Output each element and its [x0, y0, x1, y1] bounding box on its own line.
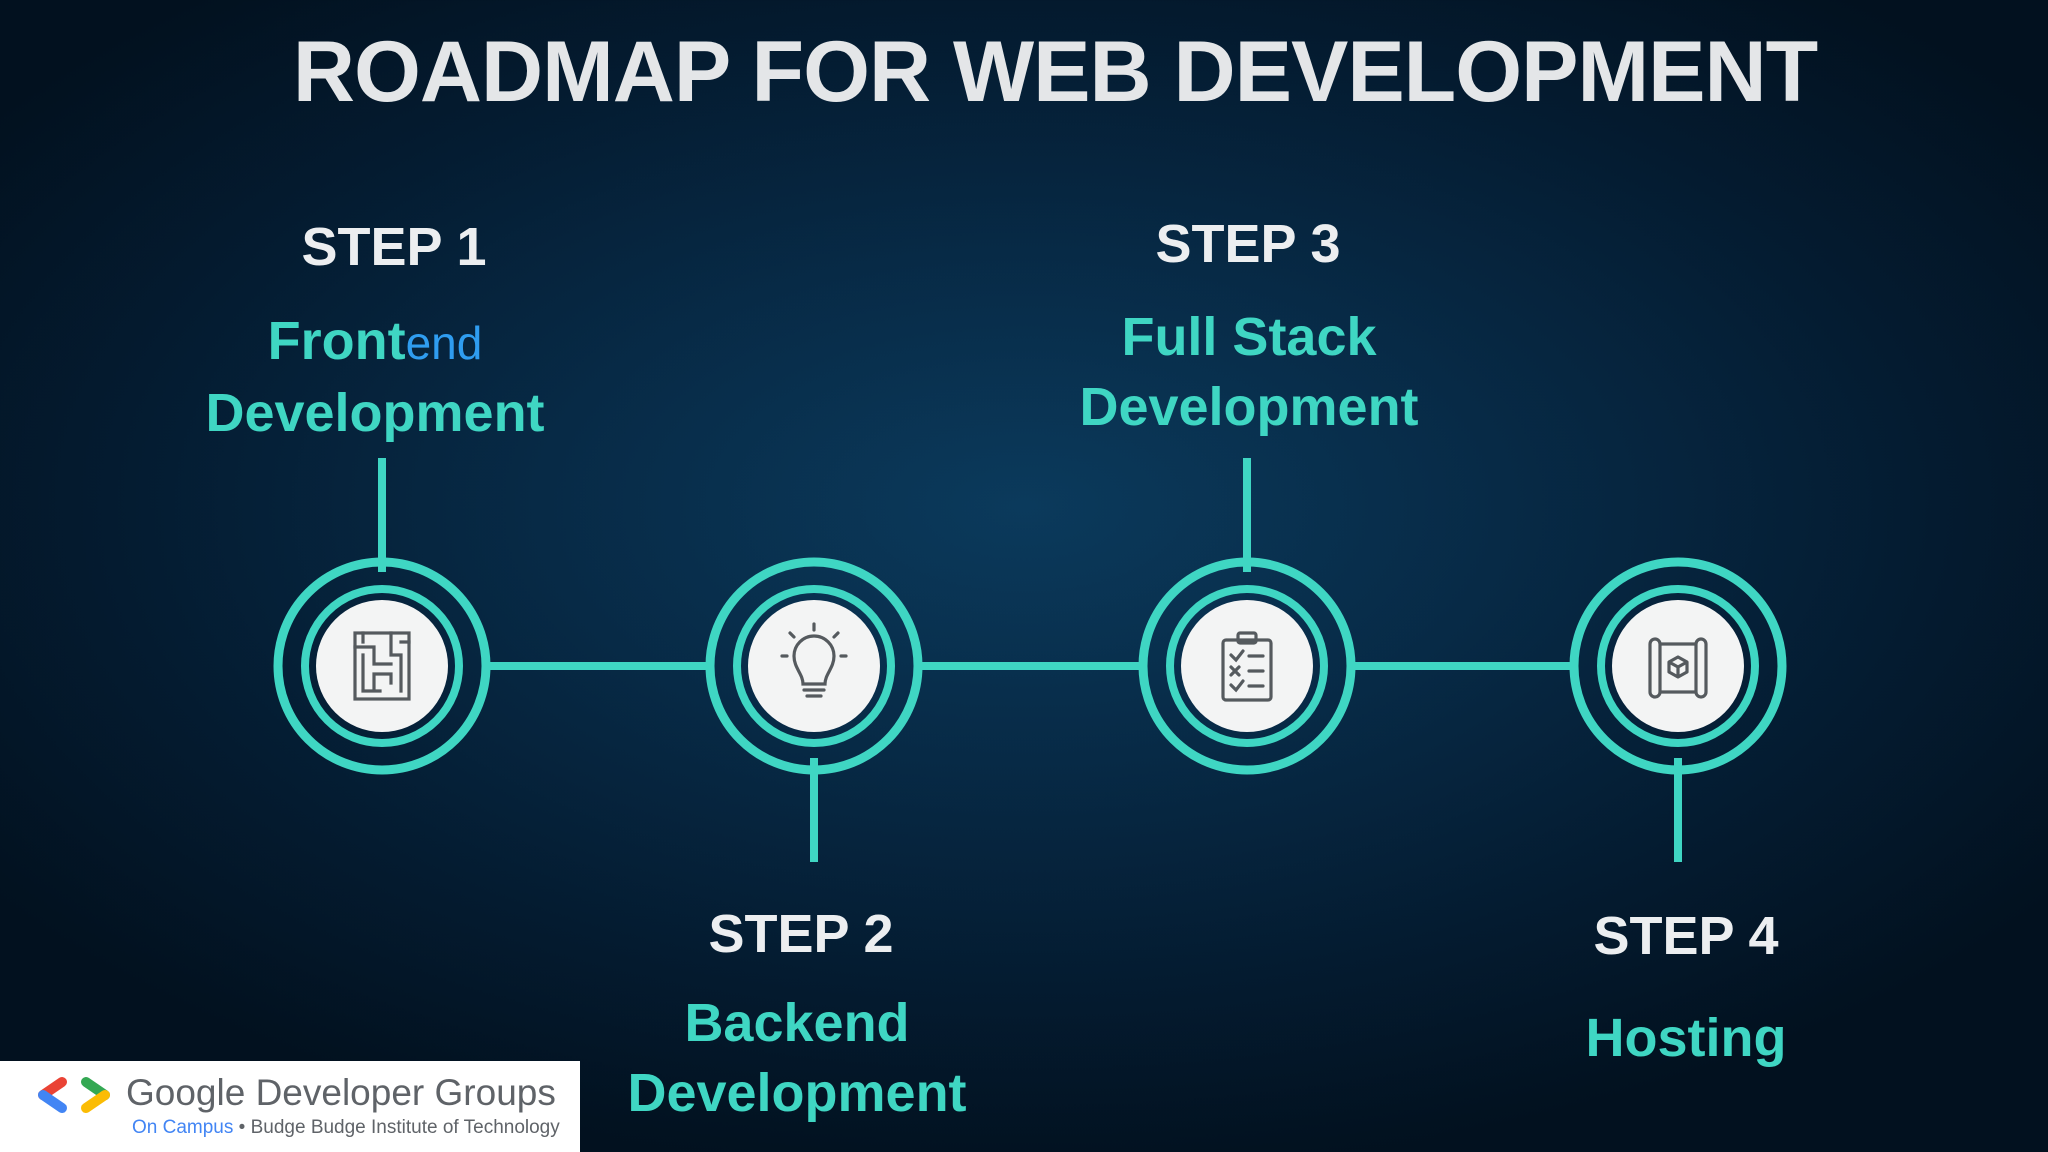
box-blueprint-icon: [1648, 637, 1708, 699]
step-3-name-line1: Full Stack: [1121, 307, 1377, 367]
step-1-name-line2: Development: [205, 383, 545, 443]
gdg-institute: Budge Budge Institute of Technology: [250, 1117, 560, 1138]
step-2-name: Backend Development: [557, 988, 1037, 1128]
gdg-campus: On Campus: [132, 1117, 234, 1138]
step-node-2: [705, 557, 923, 775]
step-node-1: [273, 557, 491, 775]
step-3-name: Full Stack Development: [1009, 302, 1489, 442]
step-1-name-accent: end: [405, 317, 483, 369]
step-1-name: Frontend Development: [135, 306, 615, 448]
gdg-logo-icon: [38, 1077, 110, 1113]
step-2-name-line1: Backend: [684, 993, 910, 1053]
gdg-subtitle: On Campus • Budge Budge Institute of Tec…: [132, 1116, 560, 1140]
step-4-label: STEP 4: [1593, 906, 1779, 966]
clipboard-checklist-icon: [1221, 631, 1273, 702]
step-3-label: STEP 3: [1155, 214, 1341, 274]
step-node-4: [1569, 557, 1787, 775]
step-2-name-line2: Development: [627, 1063, 967, 1123]
maze-icon: [353, 631, 411, 701]
step-node-3: [1138, 557, 1356, 775]
gdg-separator: •: [233, 1117, 251, 1138]
step-2-label: STEP 2: [708, 904, 894, 964]
page-title: ROADMAP FOR WEB DEVELOPMENT: [292, 24, 1818, 120]
gdg-name: Google Developer Groups: [126, 1072, 556, 1113]
step-1-name-main: Front: [267, 311, 406, 371]
step-3-name-line2: Development: [1079, 377, 1419, 437]
step-4-name: Hosting: [1446, 1003, 1926, 1073]
lightbulb-icon: [780, 622, 848, 698]
step-4-name-line1: Hosting: [1585, 1008, 1787, 1068]
step-1-label: STEP 1: [301, 217, 487, 277]
gdg-badge: Google Developer Groups On Campus • Budg…: [0, 1061, 580, 1152]
